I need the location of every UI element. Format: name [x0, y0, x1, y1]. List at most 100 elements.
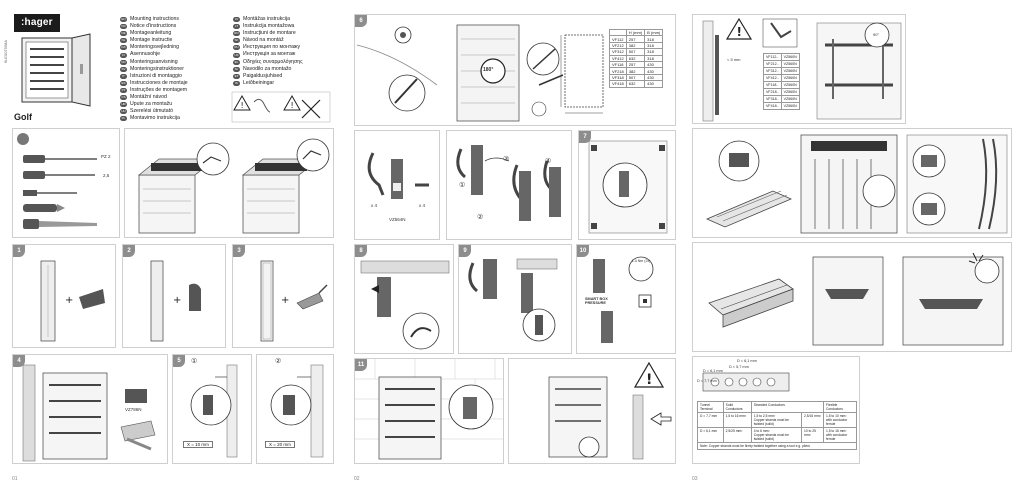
language-code-badge: SL	[233, 66, 240, 72]
step-16-panel	[692, 128, 1012, 238]
language-label: Instruções de montagem	[130, 86, 188, 93]
drill-bit-icon	[23, 190, 77, 196]
cabinet-illustration	[21, 33, 91, 107]
table-note-row: Note: Copper strands must be firmly twis…	[697, 442, 857, 450]
pz2-label: PZ 2	[101, 154, 111, 159]
column-header: B (mm)	[644, 28, 664, 37]
language-label: Montage instructie	[130, 37, 173, 44]
qty-hooks: x 4	[371, 203, 378, 208]
language-label: Instrucţiuni de montare	[243, 30, 296, 37]
table-cell: VF412..	[763, 74, 782, 82]
step-badge: 4	[13, 355, 25, 367]
dim-d-3: D = 6,1 mm	[703, 369, 723, 373]
terminal-block-diagram	[702, 372, 790, 392]
table-cell: VZ560N	[780, 60, 800, 68]
language-label: Инструкция по монтажу	[243, 44, 301, 51]
table-cell: VF112..	[763, 53, 782, 61]
language-code-badge: ET	[233, 73, 240, 79]
language-code-badge: UK	[233, 52, 240, 58]
table-cell: 1,5 to 2,5 mm² Copper strands must be tw…	[750, 412, 803, 428]
measure-x-20: X = 20 mm	[265, 441, 295, 448]
language-label: Paigaldusjuhised	[243, 72, 283, 79]
step-8-panel: ① ② ③ ④	[446, 130, 572, 240]
hook-fix-illustration	[593, 256, 654, 343]
table-cell: D = 6,1 mm	[697, 427, 724, 443]
language-label: Notice d'instructions	[130, 23, 177, 30]
language-code-badge: RO	[233, 31, 240, 37]
language-code-badge: NO	[120, 59, 127, 65]
table-cell: VF412	[609, 54, 627, 62]
language-label: Monteringsanvisning	[130, 58, 178, 65]
table-cell: VZ560N	[780, 81, 800, 89]
language-code-badge: ES	[120, 80, 127, 86]
page-number: 02	[354, 476, 360, 482]
language-label: Mounting instructions	[130, 16, 180, 22]
table-cell: VZ560N	[780, 53, 800, 61]
language-label: Инструкція за монтаж	[243, 51, 296, 58]
screwdriver-pz2-icon	[23, 155, 97, 163]
language-code-badge: HR	[120, 102, 127, 108]
language-label: Asennusohje	[130, 51, 160, 58]
svg-text:!: !	[646, 372, 652, 388]
cabinet-rail-illustration	[137, 138, 330, 234]
angle-note: 90°	[873, 32, 880, 37]
bracket-reference-illustration: !	[702, 17, 902, 122]
language-code-badge: FR	[120, 24, 127, 30]
step-badge: 7	[579, 131, 591, 143]
table-cell: VZ560N	[780, 88, 800, 96]
step-badge: 8	[355, 245, 367, 257]
table-row: VF312..VZ560N	[763, 67, 800, 75]
table-row: VF118..VZ560N	[763, 81, 800, 89]
knockout-illustration	[356, 24, 604, 122]
step-f-panel: ② X = 20 mm	[256, 354, 334, 464]
svg-text:+: +	[173, 295, 181, 306]
terminal-install-illustration	[708, 252, 1004, 346]
table-cell: 1,5 to 10 mm² with conductor ferrule	[823, 412, 857, 428]
column-header: Stranded Conductors	[750, 401, 825, 413]
step-badge: 1	[13, 245, 25, 257]
hook-insert-illustration	[360, 260, 450, 350]
circled-3: ③	[503, 156, 510, 163]
wall-cabinet-illustration	[22, 364, 156, 462]
language-label: Navodilo za montažo	[243, 65, 292, 72]
svg-text:+: +	[281, 295, 289, 306]
dim-d-2: D = 5,7 mm	[729, 365, 749, 369]
language-code-badge: PL	[120, 116, 127, 122]
language-label: Montageanleitung	[130, 30, 172, 37]
table-cell: VF318..	[763, 95, 782, 103]
table-note: Note: Copper strands must be firmly twis…	[697, 442, 857, 450]
page-number: 03	[692, 476, 698, 482]
svg-text:!: !	[737, 25, 742, 39]
language-label: Návod na montáž	[243, 37, 284, 44]
table-cell: 2,5/16 mm²	[801, 412, 824, 428]
column-header: Solid Conductors	[722, 401, 752, 413]
language-label: Monteringsinstruktioner	[130, 65, 184, 72]
torque-callout: 1-4 Nm (2x)	[631, 259, 651, 263]
step-9-panel: 7	[578, 130, 676, 240]
circled-2: ②	[477, 214, 484, 221]
step-badge: 3	[233, 245, 245, 257]
language-label: Upute za montažu	[130, 101, 173, 108]
table-cell: VZ560N	[780, 102, 800, 110]
table-row: VF112..VZ560N	[763, 53, 800, 61]
qty-screws: x 4	[419, 203, 426, 208]
table-cell: VF218..	[763, 88, 782, 96]
language-code-badge: FI	[120, 52, 127, 58]
